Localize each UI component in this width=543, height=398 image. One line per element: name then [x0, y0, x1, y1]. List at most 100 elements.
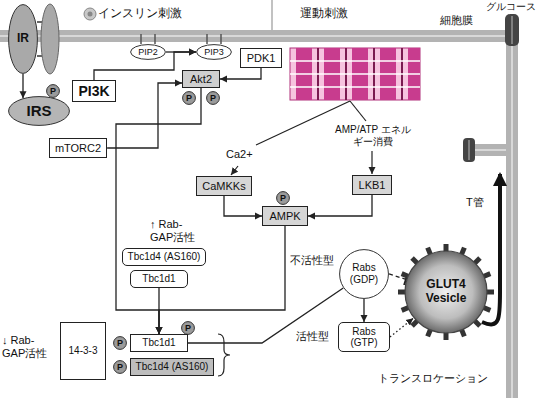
protein-box: Tbc1d4 (AS160) — [122, 248, 207, 266]
node-text: Akt2 — [190, 73, 212, 86]
signal-arrow — [107, 83, 182, 148]
node-text: GLUT4 Vesicle — [416, 278, 476, 306]
protein-box: 14-3-3 — [60, 322, 106, 380]
node-text: PI3K — [78, 83, 109, 99]
divider-line — [271, 0, 272, 30]
membrane-line — [0, 35, 506, 37]
kinase-box: AMPK — [262, 206, 308, 226]
node-text: 14-3-3 — [69, 345, 98, 357]
vesicle: GLUT4 Vesicle — [404, 250, 488, 334]
node-text: IRS — [26, 102, 51, 119]
muscle-fiber — [290, 48, 420, 100]
receptor-bond — [37, 21, 42, 23]
membrane-line — [511, 42, 513, 398]
signal-arrow — [22, 74, 23, 98]
node-text: P — [117, 362, 123, 372]
node-text: Tbc1d1 — [142, 337, 175, 349]
lipid-tail — [140, 34, 142, 44]
glucose-transporter — [505, 14, 519, 46]
kinase-box: mTORC2 — [49, 138, 107, 158]
phospho-circle: P — [276, 191, 290, 205]
gtpase-box: Rabs (GTP) — [338, 322, 390, 352]
activity-label: ↓ Rab- GAP活性 — [2, 334, 56, 360]
ion-label: Ca2+ — [226, 148, 253, 161]
receptor-subunit — [41, 4, 59, 74]
metabolite-label: AMP/ATP エネルギー消費 — [334, 124, 412, 148]
node-text: Tbc1d4 (AS160) — [128, 251, 201, 263]
node-text: mTORC2 — [55, 142, 101, 155]
transporter-pore — [469, 140, 470, 160]
node-text: P — [280, 193, 286, 203]
kinase-box: Akt2 — [182, 70, 220, 88]
phospho-circle: P — [46, 84, 60, 98]
kinase-box: CaMKKs — [196, 176, 252, 196]
signal-arrow — [308, 195, 372, 216]
node-text: P — [117, 338, 123, 348]
node-text: PIP2 — [138, 47, 158, 57]
gtpase-circle: Rabs (GDP) — [339, 249, 389, 299]
protein-box: Tbc1d1 — [130, 334, 188, 352]
stimulus-label: インスリン刺激 — [98, 6, 182, 20]
kinase-box: PDK1 — [240, 48, 282, 68]
stimulus-label: 運動刺激 — [300, 6, 348, 20]
node-text: Tbc1d1 — [142, 273, 175, 285]
node-text: CaMKKs — [202, 180, 245, 193]
structure-label: 細胞膜 — [440, 14, 473, 27]
signal-arrow — [390, 318, 413, 337]
glucose-transporter — [463, 138, 475, 162]
phospho-circle: P — [181, 321, 195, 335]
protein-box: Tbc1d1 — [130, 270, 188, 288]
kinase-box: LKB1 — [352, 175, 392, 195]
node-text: Tbc1d4 (AS160) — [136, 361, 209, 373]
state-label: 不活性型 — [290, 254, 334, 267]
cell-membrane — [506, 30, 518, 398]
transporter-pore — [512, 16, 513, 44]
insulin-symbol — [88, 12, 93, 17]
substrate-label: グルコース — [486, 1, 536, 13]
protein-box: Tbc1d4 (AS160) — [130, 358, 215, 376]
process-label: トランスロケーション — [378, 372, 488, 385]
phospho-circle: P — [113, 360, 127, 374]
signal-arrow — [371, 151, 372, 174]
phospho-circle: P — [113, 336, 127, 350]
phospho-circle: P — [206, 91, 220, 105]
receptor-subunit: IR — [8, 4, 38, 74]
node-text: P — [185, 323, 191, 333]
activity-label: ↑ Rab- GAP活性 — [150, 218, 204, 244]
insulin-symbol — [84, 8, 96, 20]
lipid-tail — [220, 34, 222, 44]
receptor-bond — [37, 55, 42, 57]
structure-label: T管 — [466, 196, 484, 209]
state-label: 活性型 — [296, 330, 329, 343]
signal-arrow — [231, 166, 238, 175]
signal-arrow — [220, 68, 261, 79]
node-text: P — [186, 93, 192, 103]
phospho-circle: P — [182, 91, 196, 105]
adaptor-oval: IRS — [8, 96, 70, 126]
t-tubule — [470, 144, 510, 156]
signal-arrow — [224, 196, 262, 216]
node-text: AMPK — [269, 210, 300, 223]
node-text: IR — [17, 32, 29, 46]
cell-membrane — [0, 30, 518, 42]
node-text: Rabs (GTP) — [344, 326, 384, 349]
kinase-box: PI3K — [72, 80, 116, 102]
lipid-tail — [206, 34, 208, 44]
signal-arrow — [188, 288, 343, 343]
node-text: LKB1 — [359, 179, 386, 192]
node-text: P — [210, 93, 216, 103]
signal-arrow — [116, 88, 201, 334]
lipid-tail — [154, 34, 156, 44]
lipid-head: PIP3 — [196, 44, 232, 60]
node-text: Rabs (GDP) — [344, 262, 384, 285]
lipid-head: PIP2 — [130, 44, 166, 60]
signal-arrow — [158, 288, 159, 334]
node-text: PDK1 — [247, 52, 276, 65]
signal-arrow — [363, 299, 364, 322]
group-bracket — [218, 334, 230, 376]
leader-line — [350, 101, 366, 121]
node-text: P — [50, 86, 56, 96]
node-text: PIP3 — [204, 47, 224, 57]
